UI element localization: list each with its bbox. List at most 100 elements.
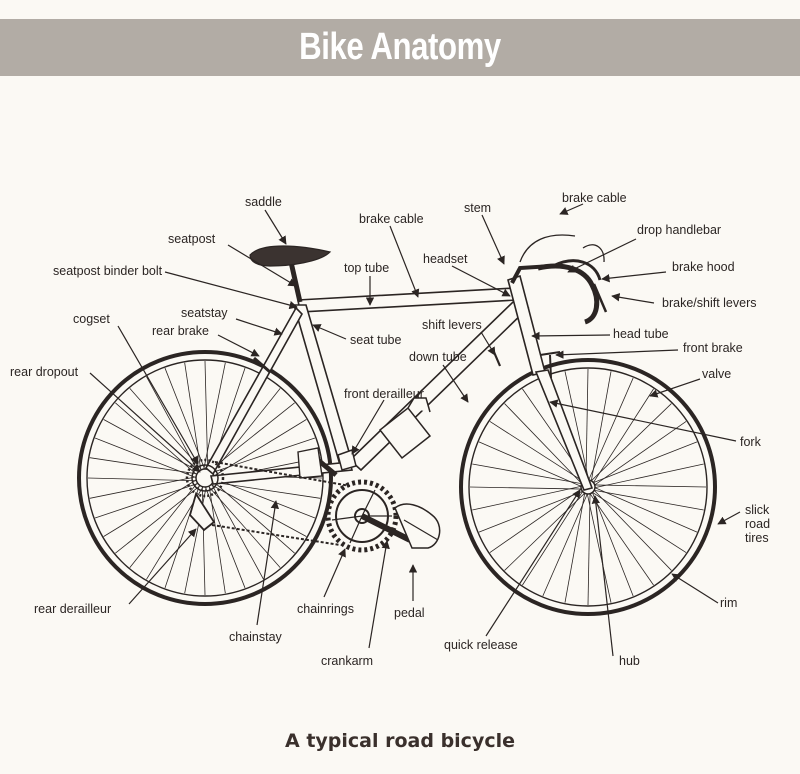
spoke [586,492,612,603]
label-rear-dropout: rear dropout [10,365,79,379]
label-brake-cable-top: brake cable [359,212,424,226]
spoke [469,486,583,490]
spoke [210,437,316,474]
spoke [115,402,198,476]
label-down-tube: down tube [409,350,467,364]
spoke [591,491,687,553]
spoke [212,480,295,554]
spoke [587,377,634,482]
part-labels: saddle seatpost seatpost binder bolt sea… [10,191,770,668]
label-head-tube: head tube [613,327,669,341]
spoke [542,492,589,597]
spoke [103,419,201,473]
spoke [204,360,209,471]
label-valve: valve [702,367,731,381]
spoke [472,463,583,485]
spoke [587,492,591,606]
label-rim: rim [720,596,737,610]
spoke [211,481,321,499]
label-quick-release: quick release [444,638,518,652]
spoke [478,441,583,488]
label-seatpost: seatpost [168,232,216,246]
label-stem: stem [464,201,491,215]
spoke [489,488,583,553]
spoke [209,483,307,537]
label-tires: tires [745,531,769,545]
spoke [94,482,200,519]
spoke [115,484,202,554]
spoke [208,402,295,472]
spoke [593,484,707,488]
spoke [590,403,672,482]
label-rear-derailleur: rear derailleur [34,602,111,616]
label-seatpost-binder-bolt: seatpost binder bolt [53,264,163,278]
label-crankarm: crankarm [321,654,373,668]
label-shift-levers: shift levers [422,318,482,332]
spoke [593,486,698,533]
spoke [212,477,316,519]
label-rear-brake: rear brake [152,324,209,338]
spoke [585,368,589,482]
page-title: Bike Anatomy [299,26,501,68]
label-road: road [745,517,770,531]
spoke [210,482,264,580]
spoke [593,489,672,571]
spoke [564,492,586,603]
spoke [504,403,583,485]
label-seatstay: seatstay [181,306,228,320]
label-brake-cable-right: brake cable [562,191,627,205]
spoke [593,463,704,489]
figure-caption: A typical road bicycle [285,730,515,752]
spoke [590,371,612,482]
label-top-tube: top tube [344,261,389,275]
label-hub: hub [619,654,640,668]
label-pedal: pedal [394,606,425,620]
spoke [489,421,585,483]
spoke [591,491,634,597]
spoke [89,476,198,499]
spoke [478,490,584,533]
spoke [504,492,586,571]
label-slick: slick [745,503,770,517]
spoke [164,367,206,471]
spoke [146,376,200,474]
bicycle-drawing [77,234,717,616]
label-seat-tube: seat tube [350,333,401,347]
spoke [203,362,226,471]
label-cogset: cogset [73,312,110,326]
frame [204,274,594,491]
spoke [593,489,704,511]
label-fork: fork [740,435,762,449]
label-chainrings: chainrings [297,602,354,616]
spoke [564,371,590,482]
spoke [592,388,654,484]
spoke [204,485,246,589]
label-front-derailleur: front derailleur [344,387,424,401]
label-chainstay: chainstay [229,630,283,644]
label-brake-shift-levers: brake/shift levers [662,296,756,310]
spoke [87,477,198,482]
label-saddle: saddle [245,195,282,209]
leader-lines [89,203,741,657]
spoke [592,441,698,484]
spoke [589,492,654,586]
spoke [593,421,687,486]
spoke [94,437,198,479]
spoke [103,479,198,537]
spoke [522,490,584,586]
label-brake-hood: brake hood [672,260,735,274]
spoke [208,484,226,594]
spoke [129,388,203,471]
drivetrain [185,447,441,553]
spoke [89,457,199,475]
label-drop-handlebar: drop handlebar [637,223,721,237]
rear-wheel [77,350,333,606]
label-headset: headset [423,252,468,266]
title-banner [0,19,800,76]
spoke [472,485,583,511]
label-front-brake: front brake [683,341,743,355]
spoke [201,485,206,596]
water-bottle [378,389,432,460]
spoke [184,362,202,472]
